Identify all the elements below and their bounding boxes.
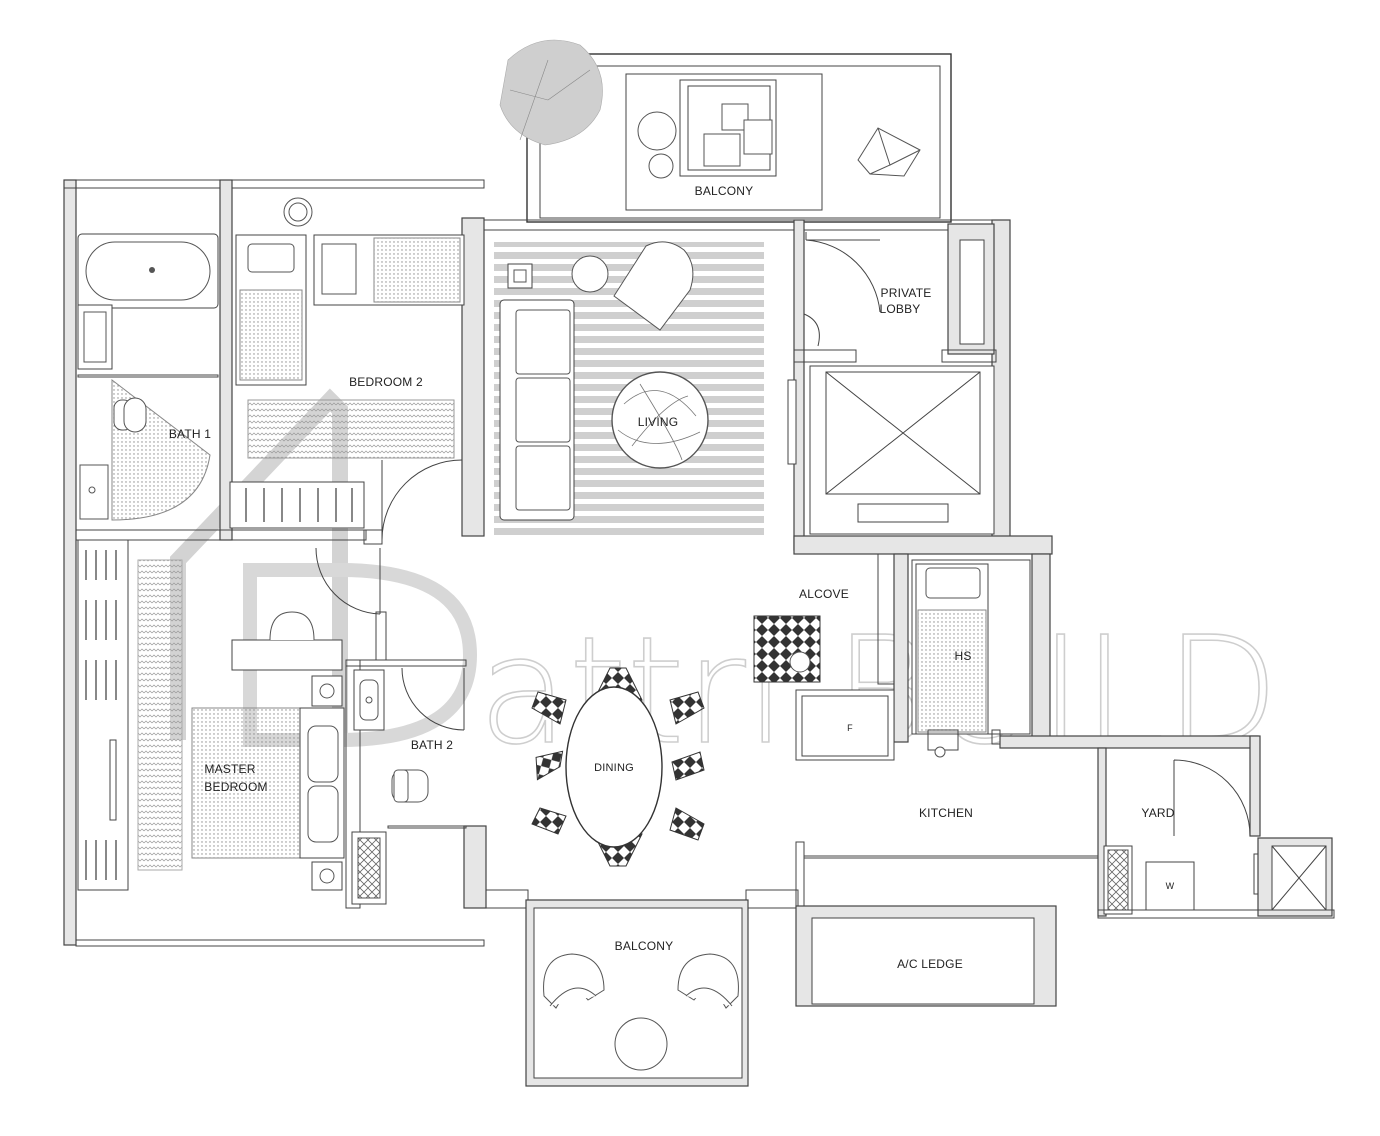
- room-labels: BALCONY PRIVATE LOBBY BEDROOM 2 BATH 1 L…: [169, 184, 1175, 971]
- label-alcove: ALCOVE: [799, 587, 849, 601]
- label-bath-1: BATH 1: [169, 427, 211, 441]
- label-hs: HS: [954, 649, 971, 663]
- label-master-2: BEDROOM: [204, 780, 267, 794]
- ac-ledge: [795, 905, 1057, 1007]
- label-private-lobby-1: PRIVATE: [881, 286, 932, 300]
- dining-set: [531, 667, 705, 867]
- tree-icon: [499, 39, 603, 146]
- label-kitchen: KITCHEN: [919, 806, 973, 820]
- label-washer: W: [1166, 881, 1175, 891]
- top-balcony: [499, 39, 952, 223]
- living-area: [483, 219, 1011, 536]
- label-master-1: MASTER: [204, 762, 255, 776]
- private-lobby: [787, 219, 1053, 555]
- label-balcony-bottom: BALCONY: [615, 939, 674, 953]
- label-dining: DINING: [594, 762, 634, 774]
- label-bedroom-2: BEDROOM 2: [349, 375, 423, 389]
- label-ac-ledge: A/C LEDGE: [897, 957, 963, 971]
- left-wing: [63, 179, 487, 947]
- label-private-lobby-2: LOBBY: [879, 302, 920, 316]
- bath-2: [345, 659, 467, 905]
- bottom-balcony: [485, 889, 799, 1087]
- label-balcony-top: BALCONY: [695, 184, 754, 198]
- label-fridge: F: [847, 723, 853, 733]
- label-living: LIVING: [638, 415, 679, 429]
- kitchen-yard: [795, 735, 1335, 919]
- alcove-hs: [753, 553, 1259, 761]
- label-yard: YARD: [1141, 806, 1174, 820]
- label-bath-2: BATH 2: [411, 738, 453, 752]
